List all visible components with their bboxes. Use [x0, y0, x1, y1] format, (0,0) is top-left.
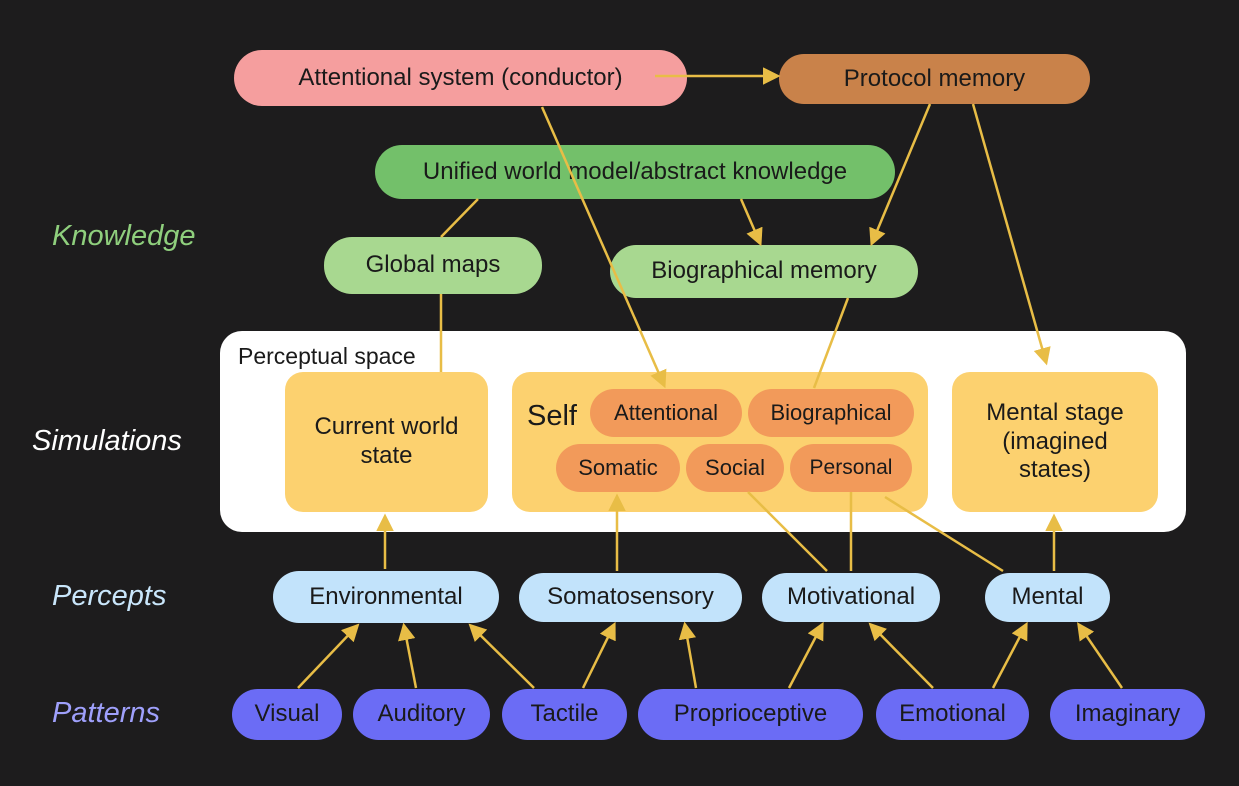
self-title: Self — [527, 400, 577, 432]
current-world-state-box: Current world state — [285, 372, 488, 512]
mental-stage-label: Mental stage (imagined states) — [986, 398, 1124, 484]
arrow-proprioceptive-to-motivational — [787, 621, 824, 689]
arrow-emotional-to-mental — [991, 621, 1028, 689]
arrow-auditory-to-environmental — [398, 622, 418, 689]
self-item-attentional: Attentional — [590, 389, 742, 437]
layer-label-patterns: Patterns — [52, 697, 160, 729]
line-unified-to-global-maps — [440, 198, 479, 238]
self-item-personal: Personal — [790, 444, 912, 492]
pattern-proprioceptive: Proprioceptive — [638, 689, 863, 740]
percept-motivational: Motivational — [762, 573, 940, 622]
layer-label-knowledge: Knowledge — [52, 220, 196, 252]
arrow-protocol-to-mental-stage — [971, 103, 1051, 366]
self-item-biographical: Biographical — [748, 389, 914, 437]
layer-label-percepts: Percepts — [52, 580, 167, 612]
layer-label-simulations: Simulations — [32, 425, 182, 457]
perceptual-space-title: Perceptual space — [238, 343, 416, 369]
global-maps-node: Global maps — [324, 237, 542, 294]
percept-mental: Mental — [985, 573, 1110, 622]
pattern-visual: Visual — [232, 689, 342, 740]
mental-stage-box: Mental stage (imagined states) — [952, 372, 1158, 512]
attentional-system-node: Attentional system (conductor) — [234, 50, 687, 106]
pattern-emotional: Emotional — [876, 689, 1029, 740]
arrow-visual-to-environmental — [297, 623, 360, 689]
current-world-state-label: Current world state — [314, 413, 459, 469]
arrow-unified-to-biographical-memory — [739, 198, 763, 247]
arrow-proprioceptive-to-somatosensory — [678, 621, 698, 689]
self-item-social: Social — [686, 444, 784, 492]
biographical-memory-node: Biographical memory — [610, 245, 918, 298]
percept-environmental: Environmental — [273, 571, 499, 623]
pattern-tactile: Tactile — [502, 689, 627, 740]
pattern-auditory: Auditory — [353, 689, 490, 740]
percept-somatosensory: Somatosensory — [519, 573, 742, 622]
protocol-memory-node: Protocol memory — [779, 54, 1090, 104]
arrow-emotional-to-motivational — [868, 622, 934, 689]
self-item-somatic: Somatic — [556, 444, 680, 492]
unified-world-model-node: Unified world model/abstract knowledge — [375, 145, 895, 199]
arrow-tactile-to-environmental — [468, 623, 535, 689]
arrow-imaginary-to-mental — [1077, 622, 1124, 689]
arrow-tactile-to-somatosensory — [581, 621, 616, 689]
pattern-imaginary: Imaginary — [1050, 689, 1205, 740]
